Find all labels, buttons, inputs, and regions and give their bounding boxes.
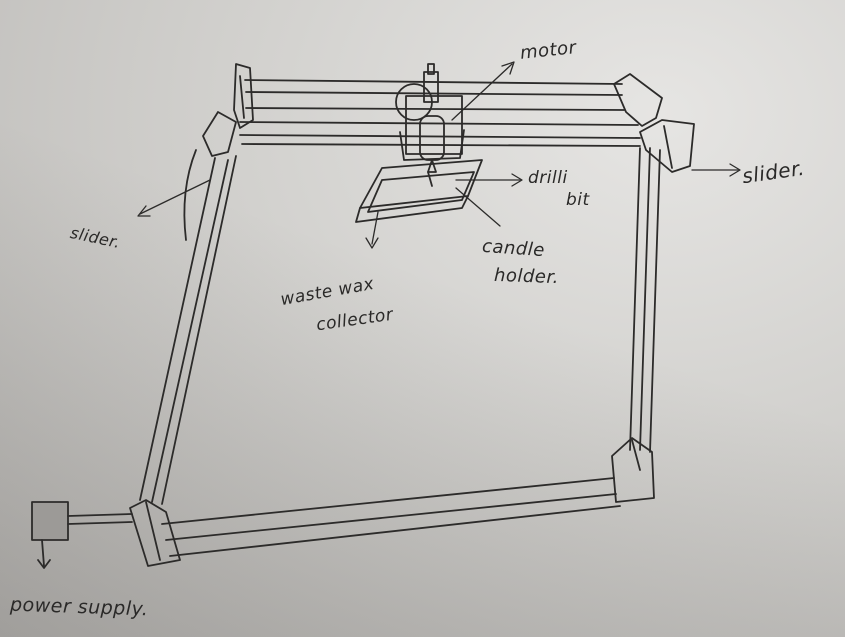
top-right-bracket [614, 74, 694, 172]
drill-bit-arrow [456, 174, 522, 186]
slider-left-arrow [138, 180, 210, 216]
right-rail [630, 148, 660, 452]
label-candle-holder-1: candle [481, 236, 545, 261]
motor-arrow [452, 62, 514, 120]
left-rail [140, 150, 236, 504]
power-supply-box [32, 502, 132, 568]
waste-wax-arrow [366, 212, 378, 248]
top-rail [240, 80, 640, 146]
bottom-rail [162, 478, 620, 556]
label-candle-holder-2: holder. [494, 265, 560, 288]
candle-holder-tray [356, 160, 482, 222]
label-drill-bit-1: drilli [528, 168, 568, 188]
top-left-bracket [203, 64, 253, 156]
slider-right-arrow [692, 164, 740, 176]
label-drill-bit-2: bit [566, 190, 590, 210]
bottom-right-block [612, 438, 654, 502]
